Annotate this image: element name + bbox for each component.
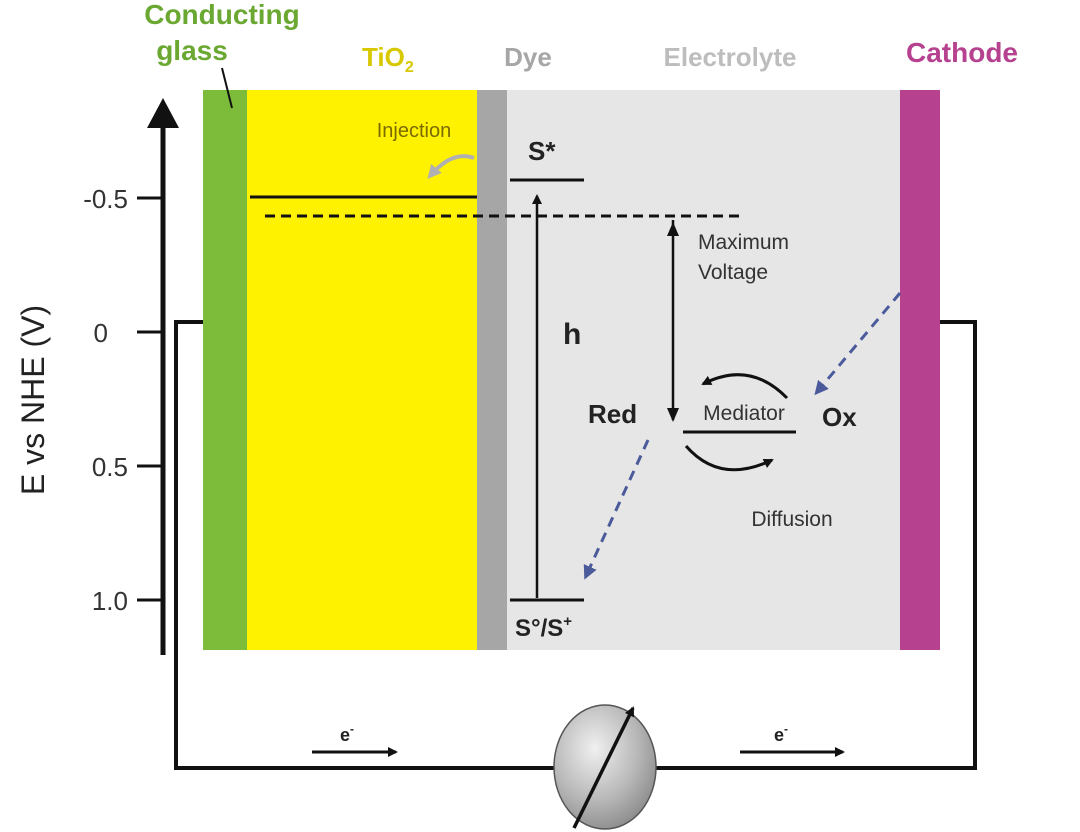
y-tick-label-neg05: -0.5 xyxy=(83,184,128,214)
electron-label-left: e- xyxy=(340,722,354,745)
conducting-glass-label-2: glass xyxy=(156,35,228,66)
dye-layer xyxy=(477,90,507,650)
y-tick-label-10: 1.0 xyxy=(92,586,128,616)
load-variable-arrow xyxy=(572,706,635,829)
excited-state-label: S* xyxy=(528,136,556,166)
y-tick-label-05: 0.5 xyxy=(92,452,128,482)
h-label: h xyxy=(563,318,581,351)
red-label: Red xyxy=(588,399,637,429)
electrolyte-layer xyxy=(507,90,900,650)
y-axis-label: E vs NHE (V) xyxy=(15,305,51,495)
dye-label: Dye xyxy=(504,42,552,72)
injection-arrow xyxy=(427,154,475,180)
injection-label: Injection xyxy=(377,120,452,142)
mediator-arrow-bottom xyxy=(684,445,774,472)
max-voltage-label-1: Maximum xyxy=(698,231,789,254)
red-to-dye-dashed-arrow xyxy=(583,439,650,580)
mediator-label: Mediator xyxy=(703,402,785,425)
tio2-layer xyxy=(247,90,477,650)
cathode-to-ox-dashed-arrow xyxy=(814,292,902,396)
electron-label-right: e- xyxy=(774,722,788,745)
mediator-arrow-top xyxy=(701,373,789,400)
max-voltage-arrowhead-top xyxy=(667,222,679,236)
tio2-label: TiO2 xyxy=(362,42,414,76)
conducting-glass-label-1: Conducting xyxy=(144,0,300,30)
y-axis-arrowhead xyxy=(147,98,179,128)
cathode-label: Cathode xyxy=(906,37,1018,68)
diffusion-label: Diffusion xyxy=(751,508,832,531)
ground-state-label: S°/S+ xyxy=(515,613,572,642)
electrolyte-label: Electrolyte xyxy=(664,42,797,72)
conducting-glass-leader xyxy=(221,67,233,109)
cathode-layer xyxy=(900,90,940,650)
y-tick-label-0: 0 xyxy=(94,318,108,348)
max-voltage-arrowhead-bottom xyxy=(667,408,679,422)
max-voltage-label-2: Voltage xyxy=(698,261,768,284)
ox-label: Ox xyxy=(822,402,857,432)
conducting-glass-layer xyxy=(203,90,247,650)
